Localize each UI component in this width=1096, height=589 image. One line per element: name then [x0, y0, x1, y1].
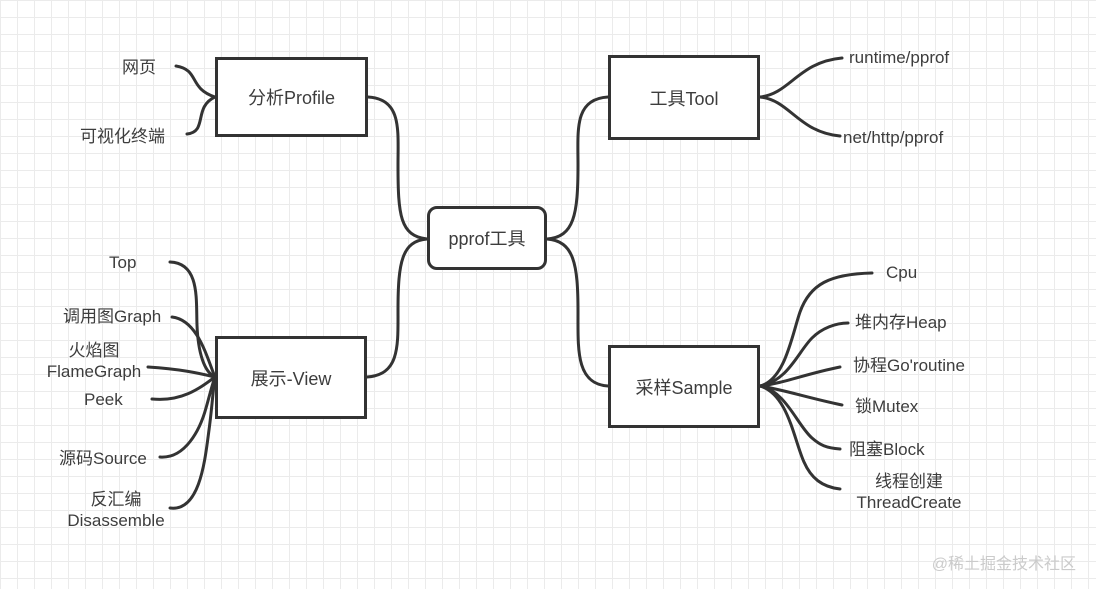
connector-terminal [185, 95, 217, 136]
leaf-heap: 堆内存Heap [855, 313, 947, 332]
connector-threadcreate [758, 384, 842, 491]
connector-source [158, 375, 217, 459]
leaf-peek: Peek [84, 390, 123, 409]
leaf-goroutine: 协程Go'routine [853, 356, 965, 375]
leaf-runtime-pprof: runtime/pprof [849, 48, 950, 67]
leaf-webpage: 网页 [122, 58, 156, 77]
leaf-cpu: Cpu [886, 263, 918, 282]
node-view: 展示-View [215, 336, 367, 419]
connector-block [758, 384, 842, 451]
leaf-block: 阻塞Block [849, 440, 925, 459]
connector-peek [150, 375, 217, 401]
connector-goroutine [758, 365, 842, 388]
leaf-disassemble: 反汇编 Disassemble [67, 490, 165, 530]
watermark: @稀土掘金技术社区 [931, 556, 1076, 573]
leaf-net-http-pprof: net/http/pprof [843, 128, 944, 147]
leaf-top: Top [109, 253, 137, 272]
leaf-flamegraph: 火焰图 FlameGraph [46, 341, 142, 381]
leaf-graph: 调用图Graph [63, 307, 162, 326]
leaf-threadcreate: 线程创建 ThreadCreate [856, 472, 962, 512]
connector-graph [170, 315, 217, 379]
connector-webpage [174, 64, 217, 99]
node-profile: 分析Profile [215, 57, 368, 137]
node-sample: 采样Sample [608, 345, 760, 428]
connector-runtime-pprof [758, 56, 844, 99]
connector-heap [758, 321, 850, 388]
connector-disassemble [168, 375, 217, 510]
connector-mutex [758, 384, 844, 407]
leaf-source: 源码Source [59, 449, 147, 468]
node-tool: 工具Tool [608, 55, 760, 140]
leaf-terminal: 可视化终端 [80, 127, 165, 146]
connector-flamegraph [146, 365, 217, 379]
connector-tool-center [545, 95, 610, 241]
leaf-mutex: 锁Mutex [855, 397, 919, 416]
node-root: pprof工具 [427, 206, 547, 270]
connector-net-http-pprof [758, 95, 842, 138]
connector-top [168, 260, 217, 379]
connector-profile-center [366, 95, 429, 241]
connector-sample-center [545, 237, 610, 388]
connector-view-center [365, 237, 429, 379]
connector-cpu [758, 271, 874, 388]
